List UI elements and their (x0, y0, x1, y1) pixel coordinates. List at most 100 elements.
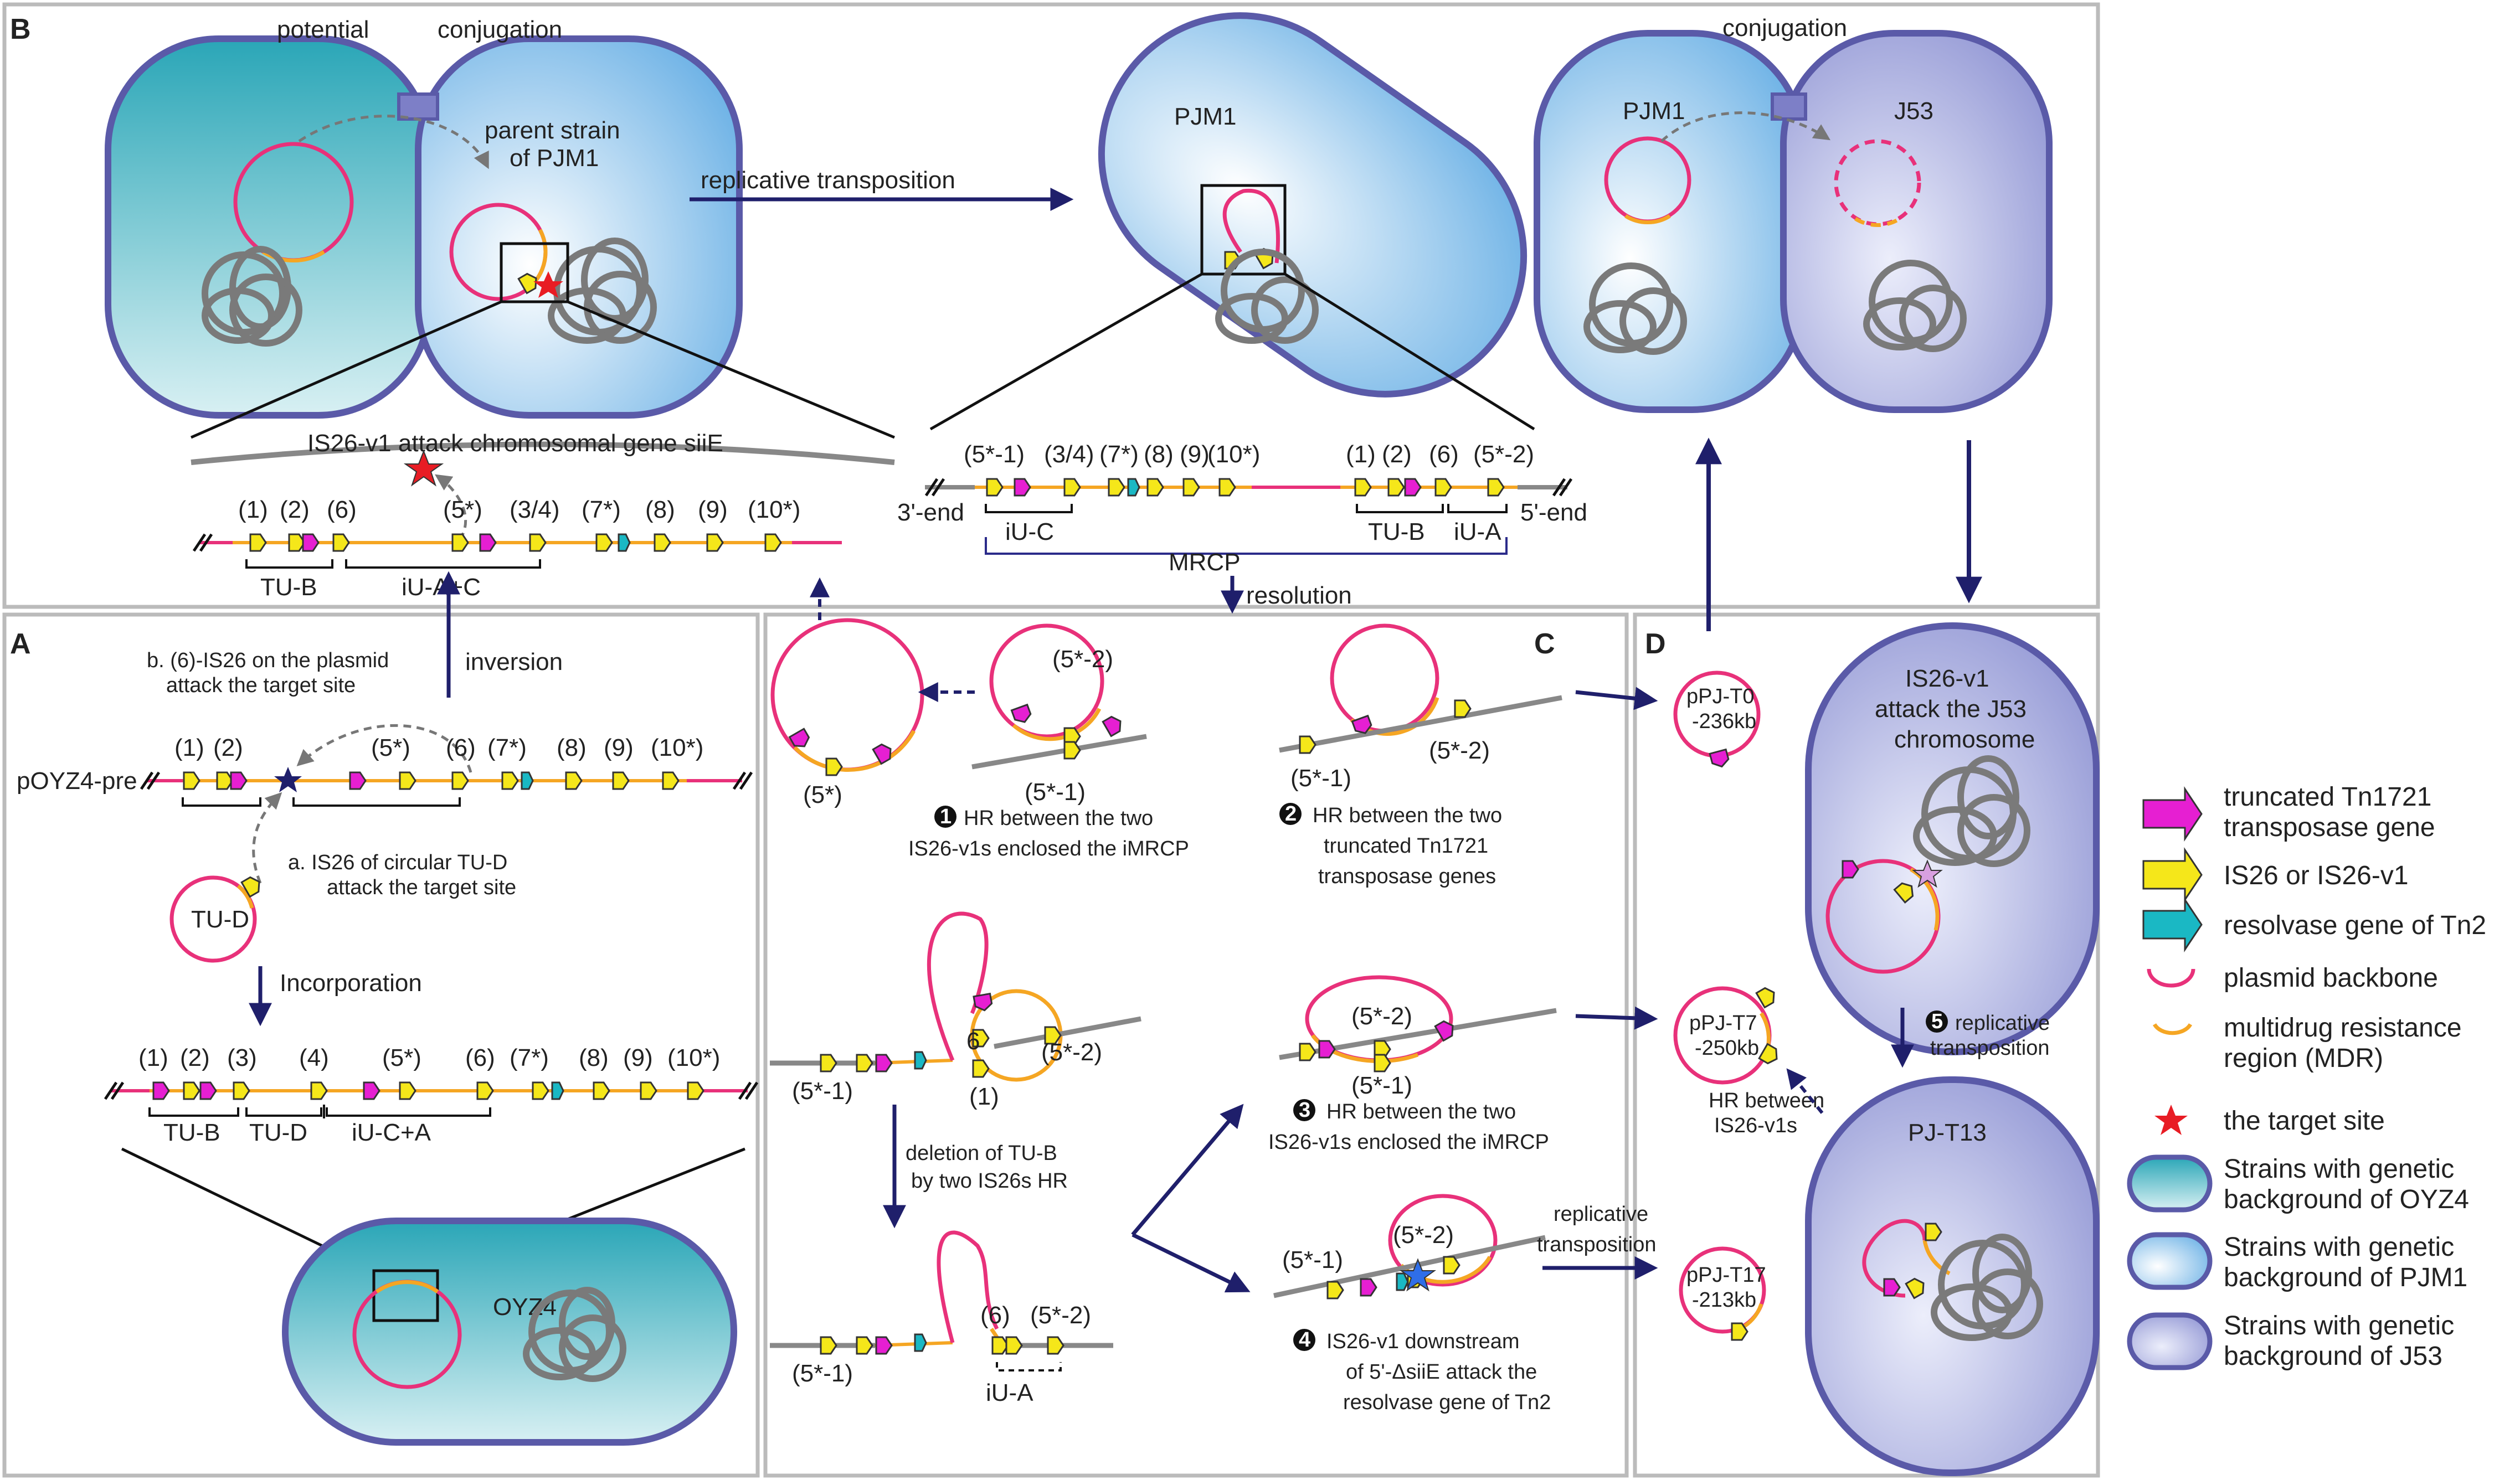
map-label: (8) (645, 496, 675, 523)
chromosome-pj-t13 (1931, 1234, 2043, 1341)
step4-structure (1273, 1194, 1546, 1299)
zoom-line (567, 300, 895, 439)
map-label: (10*) (667, 1044, 720, 1071)
target-star-icon (403, 450, 444, 487)
map-label: (1) (174, 734, 204, 761)
poyz4-pre-label: pOYZ4-pre (17, 767, 137, 795)
step-3-badge (1293, 1099, 1315, 1121)
ppj-t17-mdr (1743, 1303, 1763, 1328)
lab-1: (1) (969, 1083, 999, 1110)
map-label: (9) (623, 1044, 653, 1071)
map-label: (9) (604, 734, 634, 761)
replicative-label: replicative transposition (701, 167, 955, 194)
map-label: (9) (1180, 441, 1210, 468)
chromosome-parent (548, 238, 657, 344)
map-label: (6) (1429, 441, 1459, 468)
legend-j53-label: Strains with genetic (2224, 1311, 2454, 1340)
map-label: (6) (327, 496, 357, 523)
lab-5star-1c: (5*-1) (792, 1077, 853, 1105)
step2-structure (1279, 623, 1562, 754)
step1-structure (971, 623, 1147, 770)
panel-b-left-map (192, 533, 842, 569)
tu-d-label: TU-D (191, 906, 249, 933)
lab-5star-1: (5*-1) (1025, 778, 1086, 806)
zoom-line (1284, 272, 1535, 431)
legend-target-icon (2154, 1105, 2188, 1135)
step4-line1: IS26-v1 downstream (1326, 1330, 1520, 1353)
panel-label-b: B (10, 13, 31, 45)
iu-ca-label: iU-C+A (352, 1119, 431, 1146)
attack-arrow (435, 474, 467, 541)
tu-d-mdr (236, 884, 254, 909)
ppj-t0-label: pPJ-T0 (1686, 685, 1754, 708)
legend-pjm1-cell-icon (2127, 1232, 2213, 1290)
step4-line3: resolvase gene of Tn2 (1343, 1391, 1551, 1414)
three-prime-end-label: 3'-end (897, 499, 964, 526)
arrow-to-step3 (1131, 1103, 1244, 1236)
chromosome-j53 (1863, 260, 1967, 352)
map-label: (10*) (748, 496, 800, 523)
arrow-to-t0 (1575, 687, 1658, 710)
tu-b-label: TU-B (1368, 518, 1425, 545)
map-label: (10*) (651, 734, 703, 761)
j53-mdr (1854, 216, 1901, 228)
j53-attack-line2: attack the J53 (1875, 695, 2027, 723)
map-label: (9) (698, 496, 728, 523)
deletion-label: deletion of TU-B (906, 1142, 1057, 1165)
oyz4-cell (282, 1218, 737, 1446)
parent-strain-label: parent strain (485, 117, 620, 144)
chromosome-j53-b (1913, 755, 2030, 867)
arrow-to-t7 (1575, 1006, 1658, 1030)
legend-j53-cell-icon (2127, 1312, 2213, 1370)
lab-5star-1e: (5*-1) (1351, 1072, 1412, 1099)
legend-tnp-icon (2142, 786, 2203, 842)
legend-is26-label: IS26 or IS26-v1 (2224, 861, 2409, 890)
target-star-blue-icon (1399, 1258, 1437, 1292)
iu-a-label: iU-A (1454, 518, 1501, 545)
conjugation-arrow-1 (298, 115, 489, 169)
chromosome-pjm1-b (1583, 262, 1687, 355)
hr-label-1: HR between (1709, 1089, 1824, 1112)
deletion-label-2: by two IS26s HR (911, 1169, 1068, 1193)
j53-attack-line3: chromosome (1894, 726, 2035, 753)
map-label: (1) (238, 496, 268, 523)
pj-t13-plasmid (1862, 1219, 1927, 1298)
lab-6b: (6) (980, 1302, 1010, 1329)
step-2-number: 2 (1285, 802, 1297, 826)
legend-resolvase-icon (2142, 897, 2203, 952)
siie-gene-arc (191, 441, 895, 465)
potential-label: potential (277, 16, 369, 43)
panel-a-incorporated-map (104, 1081, 759, 1118)
zoom-box-pjm1 (1200, 184, 1287, 276)
legend-mdr-label-2: region (MDR) (2224, 1044, 2383, 1073)
map-label: (5*) (443, 496, 482, 523)
oyz4-parent-cells (105, 35, 743, 419)
lab-5star-2f: (5*-2) (1393, 1221, 1454, 1249)
step2-line3: transposase genes (1318, 865, 1496, 888)
step2-line2: truncated Tn1721 (1324, 834, 1488, 858)
tnp-icon (872, 741, 896, 765)
legend-j53-label-2: background of J53 (2224, 1342, 2442, 1371)
ppj-t17-plasmid (1679, 1246, 1766, 1334)
lab-5star-2: (5*-2) (1052, 646, 1113, 673)
conjugation-arrow-2 (1660, 111, 1831, 142)
step-2-badge (1279, 803, 1302, 825)
lab-5star-2d: (5*-2) (1030, 1302, 1091, 1329)
map-label: (6) (446, 734, 476, 761)
map-label: (8) (1144, 441, 1174, 468)
pjm1-j53-cells (1534, 30, 2053, 413)
step-4-number: 4 (1299, 1328, 1310, 1352)
iu-c-label: iU-C (1005, 518, 1054, 545)
lab-5star-1f: (5*-1) (1282, 1246, 1343, 1273)
j53-attack-cell (1805, 622, 2100, 1055)
resolution-label: resolution (1246, 582, 1352, 609)
chromosome-oyz4 (202, 246, 302, 347)
step3-structure (1279, 975, 1557, 1072)
legend-target-label: the target site (2224, 1106, 2385, 1136)
legend-backbone-icon (2147, 968, 2195, 988)
tu-d-label-2: TU-D (249, 1119, 307, 1146)
target-star-icon (533, 271, 563, 298)
panel-frames (2, 2, 2100, 1478)
pOYZ4-pre-map (140, 771, 753, 807)
lab-5star-1b: (5*-1) (1290, 765, 1351, 792)
